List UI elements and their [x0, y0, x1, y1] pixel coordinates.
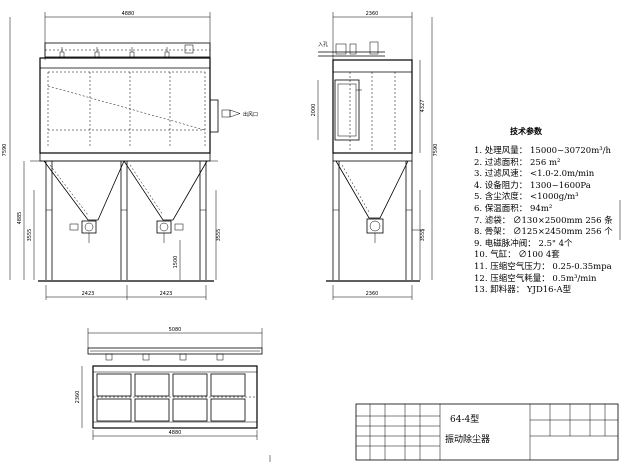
side-bottom-width-dim: 2360 [366, 291, 379, 297]
tech-param-item: 3. 过滤风速： <1.0-2.0m/min [474, 169, 595, 180]
title-block [355, 403, 619, 461]
tech-params-title: 技术参数 [510, 127, 542, 136]
tech-params-list: 1. 处理风量： 15000~30720m³/h 2. 过滤面积： 256 m²… [474, 146, 613, 297]
side-door-height-dim: 2000 [311, 104, 317, 117]
side-view: 2360 入孔 [311, 11, 439, 300]
tech-param-item: 6. 保温面积： 94m² [474, 203, 553, 214]
drawing-model: 64-4型 [450, 415, 480, 425]
side-top-width-dim: 2360 [366, 11, 379, 17]
side-total-height-dim: 7590 [433, 144, 439, 157]
side-lower-height-dim: 3555 [420, 229, 426, 242]
outlet-label: 出风口 [243, 111, 258, 118]
plan-top-width-dim: 5080 [169, 327, 182, 333]
tech-param-item: 1. 处理风量： 15000~30720m³/h [474, 146, 612, 156]
plan-bottom-width-dim: 4880 [169, 430, 182, 436]
plan-view: 5080 2360 4880 [75, 327, 263, 440]
front-bay-right-dim: 2423 [160, 291, 173, 297]
front-outlet-height-dim: 1500 [173, 256, 179, 269]
tech-param-item: 11. 压缩空气压力： 0.25-0.35mpa [474, 261, 612, 272]
tech-param-item: 9. 电磁脉冲阀： 2.5" 4个 [474, 238, 573, 249]
front-top-width-dim: 4880 [122, 11, 135, 17]
front-view: 4880 出风口 [2, 11, 258, 300]
front-hopper-height-dim: 3555 [27, 229, 33, 242]
tech-param-item: 4. 设备阻力： 1300~1600Pa [474, 180, 591, 191]
front-bay-left-dim: 2423 [82, 291, 95, 297]
tech-param-item: 7. 滤袋： ∅130×2500mm 256 条 [474, 215, 613, 226]
tech-param-item: 2. 过滤面积： 256 m² [474, 157, 561, 168]
plan-depth-dim: 2360 [75, 391, 81, 404]
tech-param-item: 10. 气缸： ∅100 4套 [474, 250, 560, 261]
front-total-height-dim: 7590 [2, 144, 8, 157]
tech-param-item: 12. 压缩空气耗量： 0.5m³/min [474, 273, 597, 284]
side-upper-height-dim: 4327 [420, 100, 426, 113]
drawing-name: 振动除尘器 [445, 435, 491, 445]
front-hopper-right-dim: 3555 [216, 229, 222, 242]
front-leg-height-dim: 4885 [17, 212, 23, 225]
tech-param-item: 5. 含尘浓度： <1000g/m³ [474, 192, 579, 203]
side-small-label: 入孔 [318, 41, 328, 48]
tech-param-item: 13. 卸料器： YJD16-A型 [474, 285, 572, 296]
tech-param-item: 8. 骨架： ∅125×2450mm 256 个 [474, 227, 613, 238]
